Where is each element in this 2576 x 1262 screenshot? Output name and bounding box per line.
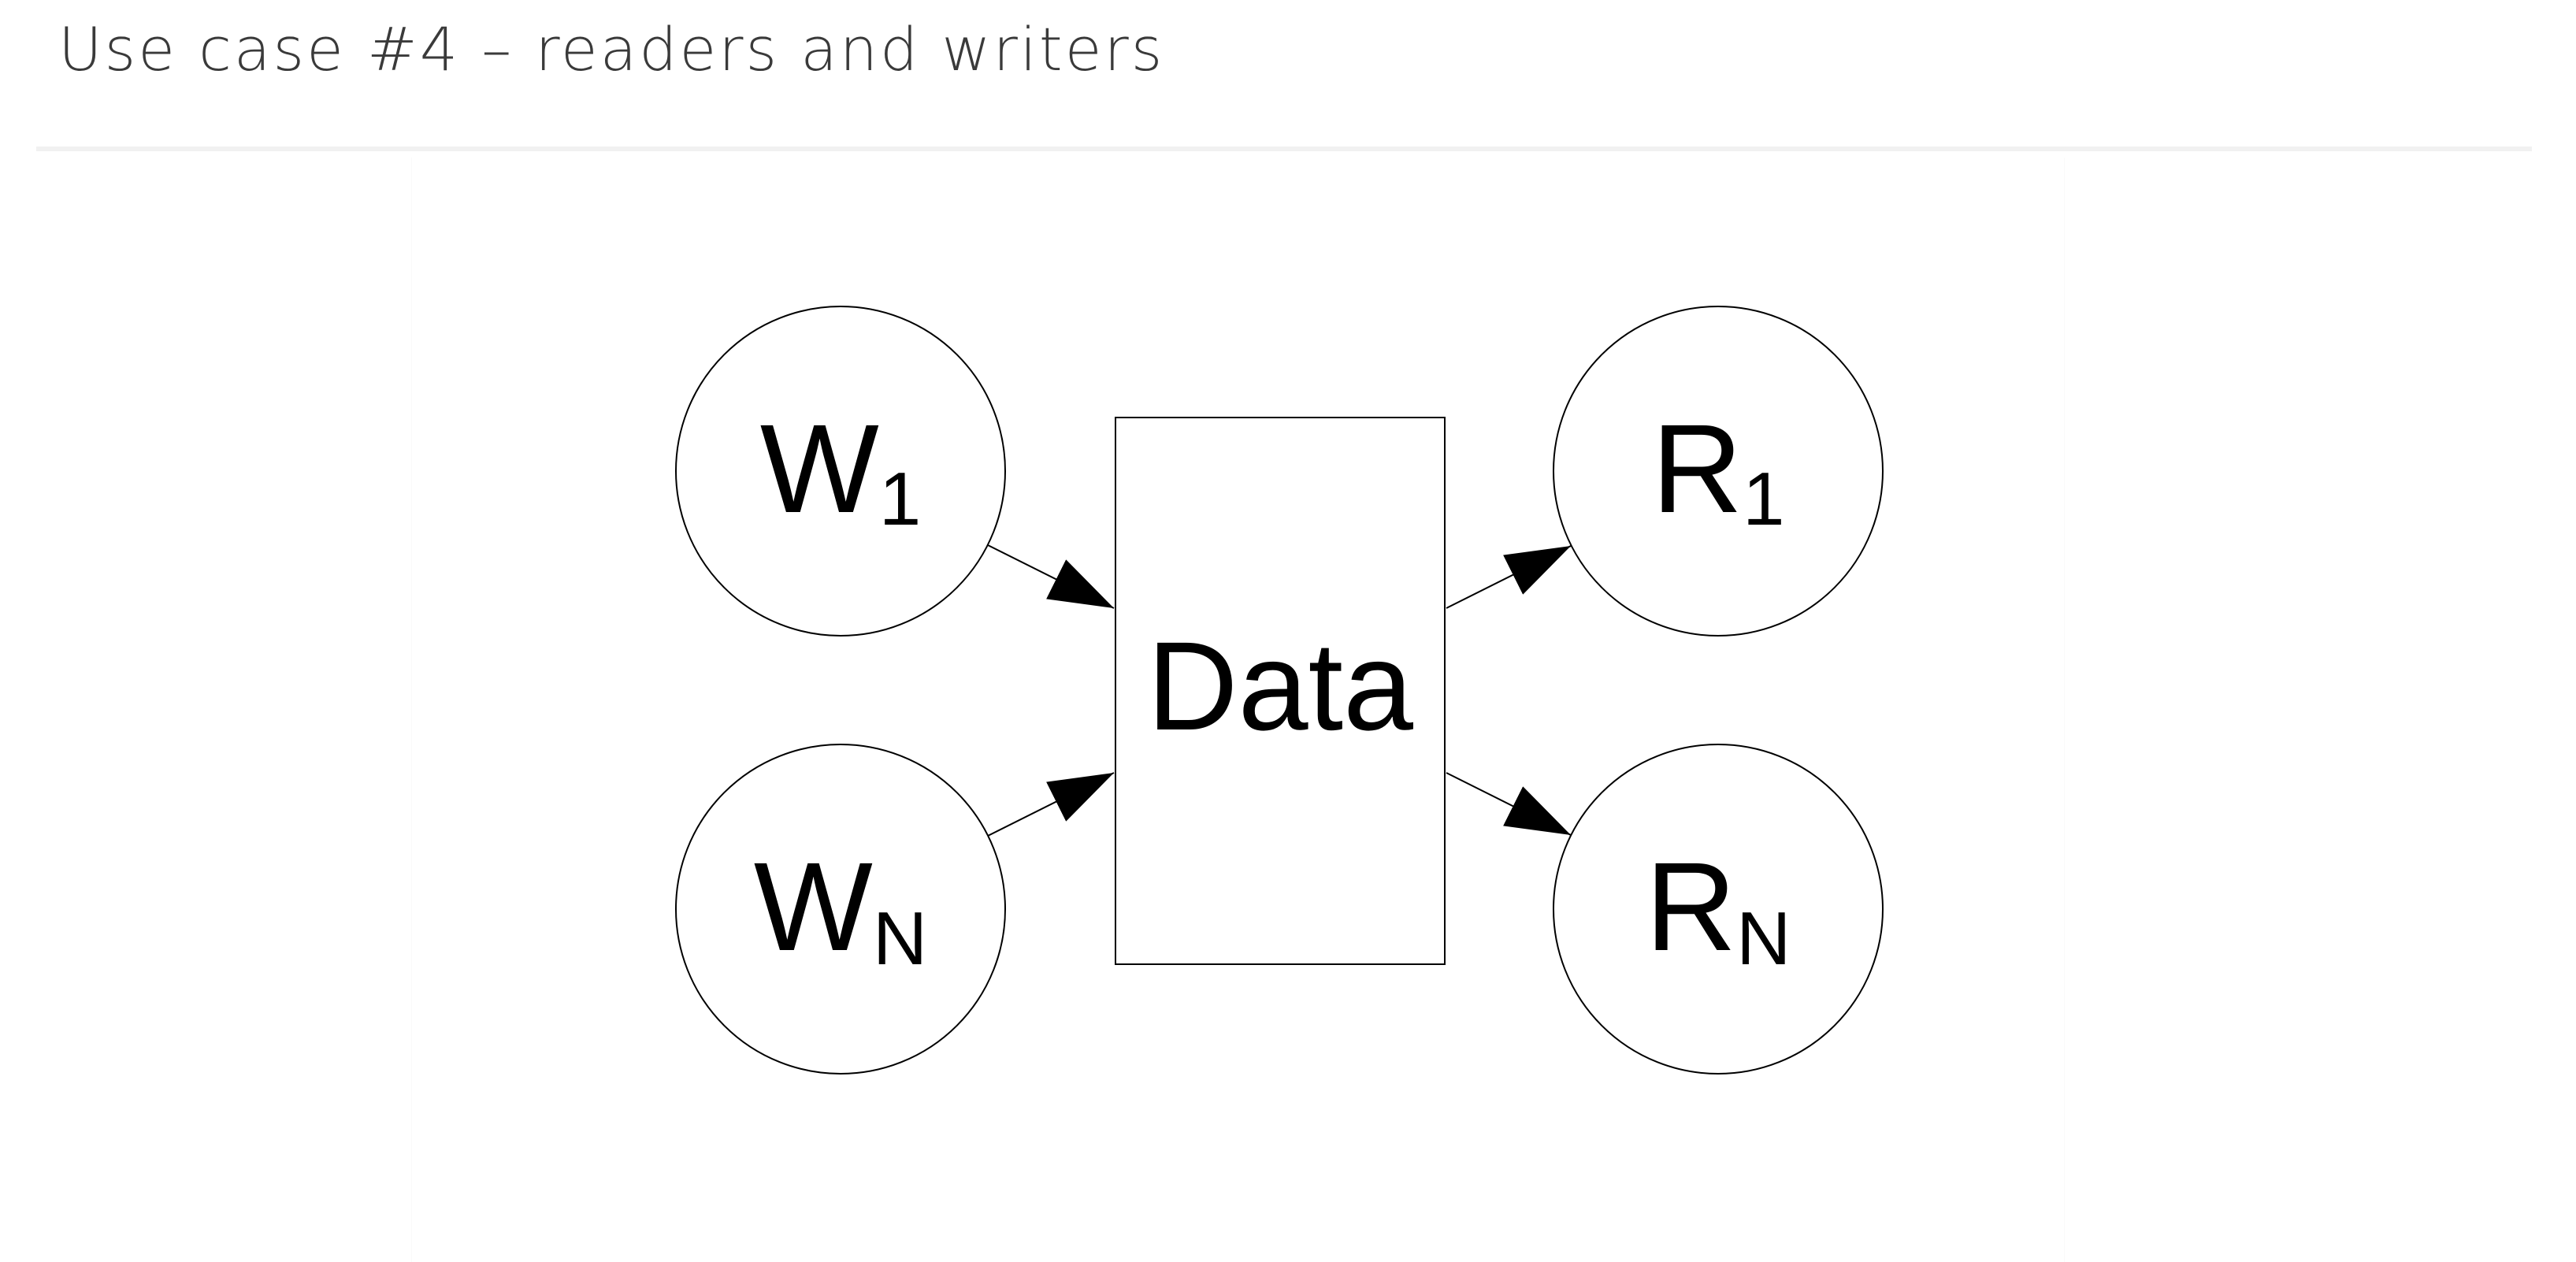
reader-n-label: RN [1646,836,1791,981]
data-node: Data [1115,417,1446,965]
reader-n-subscript: N [1736,896,1791,981]
panel-edge-left [411,158,412,1262]
writer-1-subscript: 1 [879,457,921,541]
writer-n-main: W [754,836,873,977]
writer-1-label: W1 [760,398,921,541]
reader-node-n: RN [1553,744,1884,1075]
title-divider [36,147,2532,151]
writer-node-1: W1 [675,306,1006,637]
writer-1-main: W [760,398,879,539]
reader-1-subscript: 1 [1743,457,1784,541]
data-box [1115,417,1446,965]
writer-1-circle [675,306,1006,637]
reader-1-main: R [1652,398,1743,539]
reader-1-circle [1553,306,1884,637]
reader-n-circle [1553,744,1884,1075]
slide-title: Use case #4 – readers and writers [58,14,1165,84]
writer-node-n: WN [675,744,1006,1075]
writer-n-subscript: N [873,896,927,981]
arrow-writer-1-to-data [987,544,1115,609]
data-label: Data [1147,615,1413,756]
arrow-data-to-reader-1 [1446,545,1572,609]
reader-1-label: R1 [1652,398,1785,541]
reader-n-main: R [1646,836,1737,977]
writer-n-circle [675,744,1006,1075]
panel-edge-right [2064,158,2065,1262]
arrow-writer-n-to-data [987,772,1115,837]
arrow-data-to-reader-n [1446,772,1572,836]
writer-n-label: WN [754,836,927,981]
reader-node-1: R1 [1553,306,1884,637]
